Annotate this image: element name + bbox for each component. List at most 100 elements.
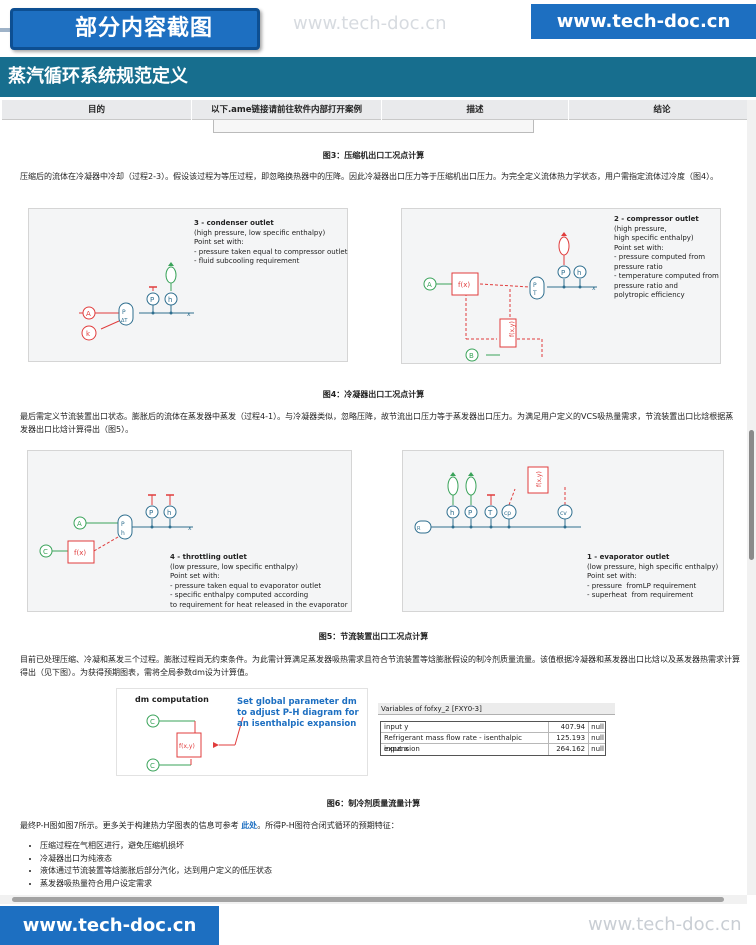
diagram-note: (low pressure, low specific enthalpy) [170,562,298,571]
col-header-description: 描述 [382,100,569,120]
variable-name: input y [381,722,550,732]
content-area: 图3：压缩机出口工况点计算 压缩后的流体在冷凝器中冷却（过程2-3）。假设该过程… [0,120,747,895]
svg-text:f(x,y): f(x,y) [536,471,543,487]
svg-text:x: x [188,525,192,532]
dm-schematic: C C f(x,y) [146,714,244,772]
svg-text:h: h [167,509,171,517]
svg-text:f(x): f(x) [74,549,86,557]
diagram-note: (low pressure, high specific enthalpy) [587,562,719,571]
horizontal-scrollbar[interactable] [0,895,747,904]
paragraph-text: 。所得P-H图符合闭式循环的预期特征： [257,821,399,830]
section-badge: 部分内容截图 [10,8,260,50]
table-row[interactable]: input y 407.94 null [381,722,605,733]
col-header-purpose: 目的 [2,100,192,120]
diagram-note: polytropic efficiency [614,291,685,299]
evaporator-notes: 1 - evaporator outlet (low pressure, hig… [587,553,718,601]
diagram-note: Point set with: [194,238,244,246]
variables-table: Variables of fofxy_2 [FXY0-3] input y 40… [378,703,618,765]
svg-text:P: P [121,521,125,528]
diagram-title: 1 - evaporator outlet [587,553,670,561]
svg-text:C: C [150,718,155,726]
table-row[interactable]: input x 264.162 null [381,744,605,755]
diagram-note: (high pressure, low specific enthalpy) [194,228,326,237]
variable-name: input x [381,744,550,755]
vertical-scrollbar[interactable] [747,100,756,895]
svg-text:x: x [187,311,191,318]
svg-text:ΔT: ΔT [121,318,128,324]
site-badge-top[interactable]: www.tech-doc.cn [531,4,756,39]
paragraph: 目前已处理压缩、冷凝和蒸发三个过程。膨胀过程尚无约束条件。为此需计算满足蒸发器吸… [20,655,740,677]
throttling-notes: 4 - throttling outlet (low pressure, low… [170,553,348,610]
dm-computation-diagram: C C f(x,y) dm computation Set global par… [116,688,368,776]
evaporator-outlet-diagram: R h P T cp cv f(x,y) 1 - evaporator outl… [402,450,724,612]
svg-text:P: P [149,509,153,517]
svg-text:h: h [121,530,125,537]
svg-text:f(x): f(x) [458,281,470,289]
diagram-note: - pressure fromLP requirement [587,581,697,590]
variable-value[interactable]: 125.193 [549,733,590,743]
diagram-title: dm computation [135,695,209,704]
diagram-note: - temperature computed from [614,272,719,280]
condenser-notes: 3 - condenser outlet (high pressure, low… [194,219,347,267]
table-row[interactable]: Refrigerant mass flow rate - isenthalpic… [381,733,605,753]
reference-link[interactable]: 此处 [241,821,258,830]
diagram-note: Point set with: [587,572,637,580]
variable-unit: null [591,723,604,731]
figure-caption: 图4：冷凝器出口工况点计算 [322,390,425,399]
variable-value[interactable]: 264.162 [549,744,590,755]
horizontal-scrollbar-thumb[interactable] [12,897,724,902]
diagram-note: - pressure taken equal to compressor out… [194,247,348,256]
top-banner: 部分内容截图 www.tech-doc.cn www.tech-doc.cn [0,0,756,55]
paragraph: 最终P-H图如图7所示。更多关于构建热力学图表的信息可参考 此处。所得P-H图符… [20,819,740,832]
figure-caption: 图5：节流装置出口工况点计算 [318,632,429,641]
paragraph: 压缩后的流体在冷凝器中冷却（过程2-3）。假设该过程为等压过程，即忽略换热器中的… [20,172,719,181]
diagram-title: 4 - throttling outlet [170,553,247,561]
col-header-conclusion: 结论 [569,100,756,120]
svg-text:C: C [43,548,48,556]
svg-text:f(x,y): f(x,y) [179,743,195,750]
diagram-note: - superheat from requirement [587,591,694,599]
diagram-note: - fluid subcooling requirement [194,257,300,265]
diagram-title: 2 - compressor outlet [614,215,699,223]
svg-text:P: P [468,509,472,517]
svg-text:P: P [561,269,565,277]
svg-text:cv: cv [560,510,567,517]
svg-text:h: h [577,269,581,277]
diagram-note: Point set with: [614,243,664,252]
svg-text:T: T [532,290,537,297]
diagram-note: pressure ratio and [614,281,678,290]
variables-table-title: Variables of fofxy_2 [FXY0-3] [378,703,615,715]
diagram-note: high specific enthalpy) [614,234,694,242]
site-badge-bottom[interactable]: www.tech-doc.cn [0,906,219,945]
dm-note: Set global parameter dm to adjust P-H di… [237,697,359,730]
throttling-outlet-diagram: A C f(x) P h P h x 4 - throttling outlet… [27,450,352,612]
paragraph-text: 最终P-H图如图7所示。更多关于构建热力学图表的信息可参考 [20,821,239,830]
list-item: 液体通过节流装置等焓膨胀后部分汽化，达到用户定义的低压状态 [40,865,272,878]
svg-text:P: P [533,282,537,289]
svg-text:B: B [469,352,474,360]
watermark: www.tech-doc.cn [293,13,447,34]
feature-list: 压缩过程在气相区进行，避免压缩机损坏 冷凝器出口为纯液态 液体通过节流装置等焓膨… [40,840,272,890]
svg-text:cp: cp [504,510,511,517]
vertical-scrollbar-thumb[interactable] [749,430,754,560]
diagram-note: - specific enthalpy computed according [170,591,309,599]
variable-value[interactable]: 407.94 [549,722,590,732]
svg-text:R: R [417,526,421,532]
variable-name: Refrigerant mass flow rate - isenthalpic… [381,733,550,753]
throttling-schematic: A C f(x) P h P h x [39,494,193,564]
svg-text:P: P [150,296,154,304]
diagram-note: - pressure taken equal to evaporator out… [170,581,322,590]
condenser-outlet-diagram: A k P ΔT P h x 3 - condenser outlet (hig… [28,208,348,362]
col-header-links: 以下.ame链接请前往软件内部打开案例 [192,100,382,120]
variable-unit: null [591,734,604,742]
diagram-note: Point set with: [170,572,220,580]
compressor-notes: 2 - compressor outlet (high pressure, hi… [614,215,719,301]
evaporator-schematic: R h P T cp cv f(x,y) [414,466,581,534]
list-item: 蒸发器吸热量符合用户设定需求 [40,878,272,891]
compressor-schematic: A f(x) P T P h f(x,y) B x [423,232,597,362]
diagram-note: pressure ratio [614,262,663,271]
svg-text:P: P [122,309,126,316]
variables-table-body: input y 407.94 null Refrigerant mass flo… [380,721,606,756]
condenser-schematic: A k P ΔT P h x [79,262,194,341]
diagram-title: 3 - condenser outlet [194,219,274,227]
